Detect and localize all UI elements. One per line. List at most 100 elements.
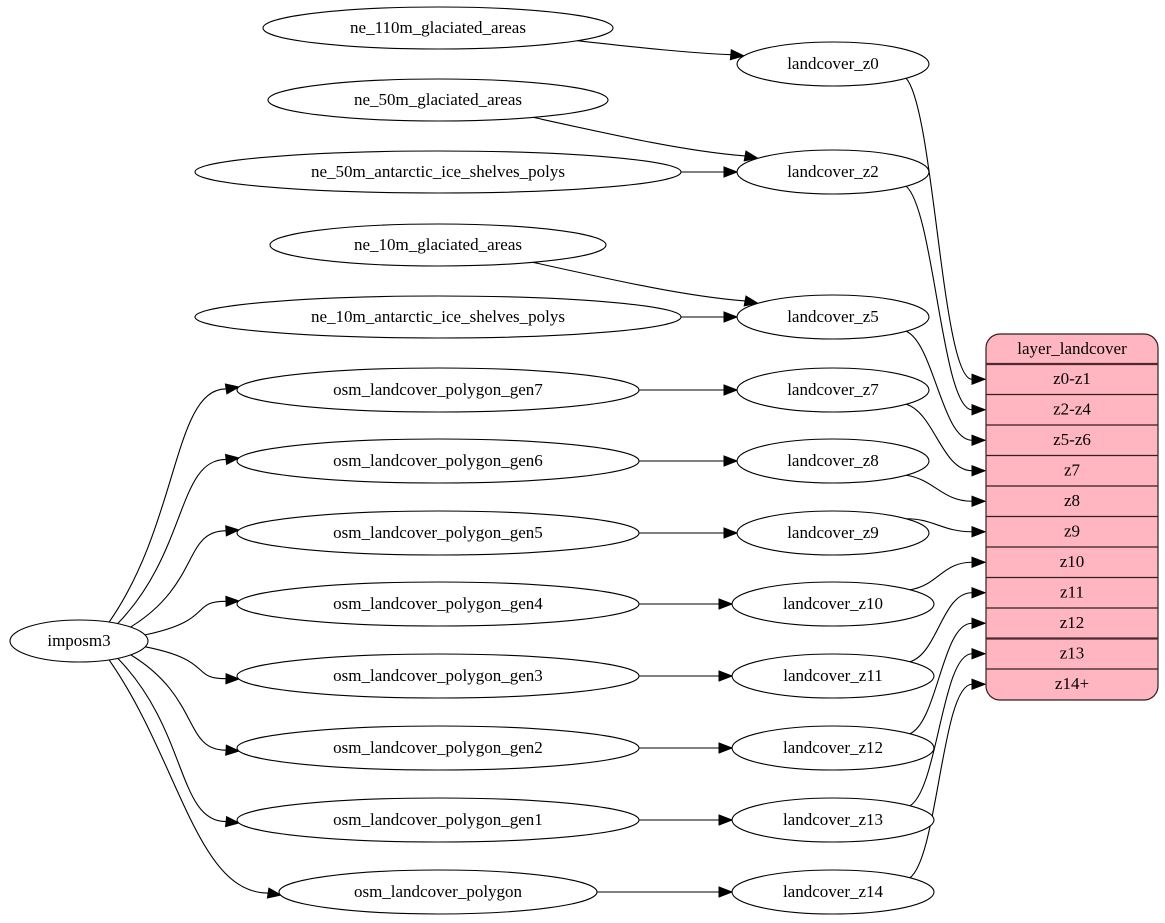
layer-table-row-z2-z4[interactable]: z2-z4 [1053,400,1091,419]
edge-landcover_z9-to-layer_landcover.z9-arrowhead [971,526,987,538]
edge-osm_landcover_polygon_gen5-to-landcover_z9-arrowhead [723,527,739,539]
layer-table-title: layer_landcover [1017,339,1127,358]
layer-landcover-table: layer_landcover z0-z1 z2-z4 z5-z6 z7 z8 z9 z10 z… [985,333,1159,701]
edge-landcover_z13-to-layer_landcover.z13-arrowhead [971,648,987,660]
edge-imposm3-to-osm_landcover_polygon_gen5 [130,530,227,628]
edge-ne_110m_glaciated_areas-to-landcover_z0-arrowhead [729,48,746,61]
node-landcover_z9[interactable]: landcover_z9 [736,510,930,556]
node-ne_50m_glaciated_areas[interactable]: ne_50m_glaciated_areas [267,78,609,122]
edge-ne_10m_antarctic_ice_shelves_polys-to-landcover_z5-arrowhead [723,311,739,323]
layer-table-row-z14+[interactable]: z14+ [1055,674,1089,693]
node-landcover_z5[interactable]: landcover_z5 [736,294,930,340]
layer-table-row-z5-z6[interactable]: z5-z6 [1053,430,1091,449]
node-ne_10m_glaciated_areas[interactable]: ne_10m_glaciated_areas [269,223,607,267]
node-label-ne_50m_glaciated_areas: ne_50m_glaciated_areas [354,90,522,109]
node-label-landcover_z7: landcover_z7 [787,380,879,399]
edge-ne_50m_antarctic_ice_shelves_polys-to-landcover_z2-arrowhead [723,166,739,178]
edge-imposm3-to-osm_landcover_polygon_gen6-arrowhead [224,453,241,466]
node-landcover_z12[interactable]: landcover_z12 [731,725,935,771]
node-shape-osm_landcover_polygon_gen3 [236,653,640,699]
node-osm_landcover_polygon[interactable]: osm_landcover_polygon [278,869,598,915]
layer-table-row-z13[interactable]: z13 [1060,644,1085,663]
node-landcover_z8[interactable]: landcover_z8 [736,438,930,484]
node-label-ne_110m_glaciated_areas: ne_110m_glaciated_areas [350,18,526,37]
node-osm_landcover_polygon_gen7[interactable]: osm_landcover_polygon_gen7 [236,367,640,413]
node-imposm3[interactable]: imposm3 [9,619,149,663]
layer-table-row-z7[interactable]: z7 [1064,461,1081,480]
layer-table-row-z11[interactable]: z11 [1060,583,1084,602]
node-shape-imposm3 [9,619,149,663]
node-landcover_z0[interactable]: landcover_z0 [736,41,930,87]
edge-ne_50m_glaciated_areas-to-landcover_z2-arrowhead [743,150,760,162]
node-shape-osm_landcover_polygon_gen1 [236,797,640,843]
edge-imposm3-to-osm_landcover_polygon_gen4 [144,600,227,636]
edge-osm_landcover_polygon_gen3-to-landcover_z11-arrowhead [718,670,734,682]
edge-landcover_z9-to-layer_landcover.z9 [906,518,973,533]
edge-osm_landcover_polygon_gen6-to-landcover_z8-arrowhead [723,455,739,467]
node-landcover_z13[interactable]: landcover_z13 [731,797,935,843]
node-label-landcover_z8: landcover_z8 [787,451,879,470]
layer-table-row-z0-z1[interactable]: z0-z1 [1053,369,1091,388]
node-landcover_z10[interactable]: landcover_z10 [731,581,935,627]
node-shape-osm_landcover_polygon_gen2 [236,725,640,771]
node-label-osm_landcover_polygon_gen6: osm_landcover_polygon_gen6 [333,451,543,470]
node-shape-landcover_z13 [731,797,935,843]
node-label-ne_10m_glaciated_areas: ne_10m_glaciated_areas [354,235,522,254]
edge-imposm3-to-osm_landcover_polygon_gen2 [130,654,227,751]
node-osm_landcover_polygon_gen6[interactable]: osm_landcover_polygon_gen6 [236,438,640,484]
node-osm_landcover_polygon_gen2[interactable]: osm_landcover_polygon_gen2 [236,725,640,771]
node-shape-ne_110m_glaciated_areas [262,6,614,50]
node-shape-landcover_z0 [736,41,930,87]
node-osm_landcover_polygon_gen3[interactable]: osm_landcover_polygon_gen3 [236,653,640,699]
node-label-osm_landcover_polygon: osm_landcover_polygon [354,882,523,901]
node-shape-osm_landcover_polygon_gen7 [236,367,640,413]
node-shape-landcover_z5 [736,294,930,340]
node-label-ne_10m_antarctic_ice_shelves_polys: ne_10m_antarctic_ice_shelves_polys [311,307,565,326]
node-shape-landcover_z10 [731,581,935,627]
edge-osm_landcover_polygon_gen2-to-landcover_z12-arrowhead [718,742,734,754]
layer-table-row-z10[interactable]: z10 [1060,552,1085,571]
layer-table-row-z9[interactable]: z9 [1064,522,1080,541]
node-label-landcover_z14: landcover_z14 [783,882,884,901]
edge-landcover_z11-to-layer_landcover.z11 [909,592,973,663]
node-landcover_z11[interactable]: landcover_z11 [731,653,935,699]
edge-ne_110m_glaciated_areas-to-landcover_z0 [577,40,731,56]
edge-landcover_z2-to-layer_landcover.z2-z4-arrowhead [971,404,987,416]
edge-landcover_z13-to-layer_landcover.z13 [909,653,973,807]
node-ne_10m_antarctic_ice_shelves_polys[interactable]: ne_10m_antarctic_ice_shelves_polys [194,295,682,339]
edge-imposm3-to-osm_landcover_polygon-arrowhead [266,887,283,899]
node-osm_landcover_polygon_gen5[interactable]: osm_landcover_polygon_gen5 [236,510,640,556]
node-ne_110m_glaciated_areas[interactable]: ne_110m_glaciated_areas [262,6,614,50]
node-ne_50m_antarctic_ice_shelves_polys[interactable]: ne_50m_antarctic_ice_shelves_polys [194,150,682,194]
edge-imposm3-to-osm_landcover_polygon_gen6 [117,458,227,624]
edge-ne_10m_glaciated_areas-to-landcover_z5 [532,261,746,302]
node-landcover_z7[interactable]: landcover_z7 [736,367,930,413]
edge-ne_10m_glaciated_areas-to-landcover_z5-arrowhead [743,295,760,307]
edge-landcover_z12-to-layer_landcover.z12 [909,622,973,735]
edge-landcover_z8-to-layer_landcover.z8 [906,474,973,502]
node-osm_landcover_polygon_gen4[interactable]: osm_landcover_polygon_gen4 [236,581,640,627]
edge-osm_landcover_polygon_gen1-to-landcover_z13-arrowhead [718,814,734,826]
node-shape-ne_50m_antarctic_ice_shelves_polys [194,150,682,194]
edge-imposm3-to-osm_landcover_polygon_gen2-arrowhead [225,744,241,756]
node-shape-ne_10m_antarctic_ice_shelves_polys [194,295,682,339]
node-shape-osm_landcover_polygon_gen6 [236,438,640,484]
node-osm_landcover_polygon_gen1[interactable]: osm_landcover_polygon_gen1 [236,797,640,843]
edge-osm_landcover_polygon-to-landcover_z14-arrowhead [718,886,734,898]
edge-landcover_z7-to-layer_landcover.z7-arrowhead [971,465,987,477]
edge-landcover_z8-to-layer_landcover.z8-arrowhead [971,495,987,507]
edge-landcover_z10-to-layer_landcover.z10 [909,561,973,591]
node-landcover_z2[interactable]: landcover_z2 [736,149,930,195]
layer-table-row-z12[interactable]: z12 [1060,613,1085,632]
node-label-landcover_z9: landcover_z9 [787,523,879,542]
node-shape-ne_50m_glaciated_areas [267,78,609,122]
layer-table-row-z8[interactable]: z8 [1064,491,1080,510]
node-label-imposm3: imposm3 [47,631,110,650]
node-shape-landcover_z9 [736,510,930,556]
edge-landcover_z5-to-layer_landcover.z5-z6 [905,330,973,441]
edge-imposm3-to-osm_landcover_polygon_gen7 [108,388,227,623]
edge-imposm3-to-osm_landcover_polygon_gen7-arrowhead [224,383,241,395]
node-landcover_z14[interactable]: landcover_z14 [731,869,935,915]
